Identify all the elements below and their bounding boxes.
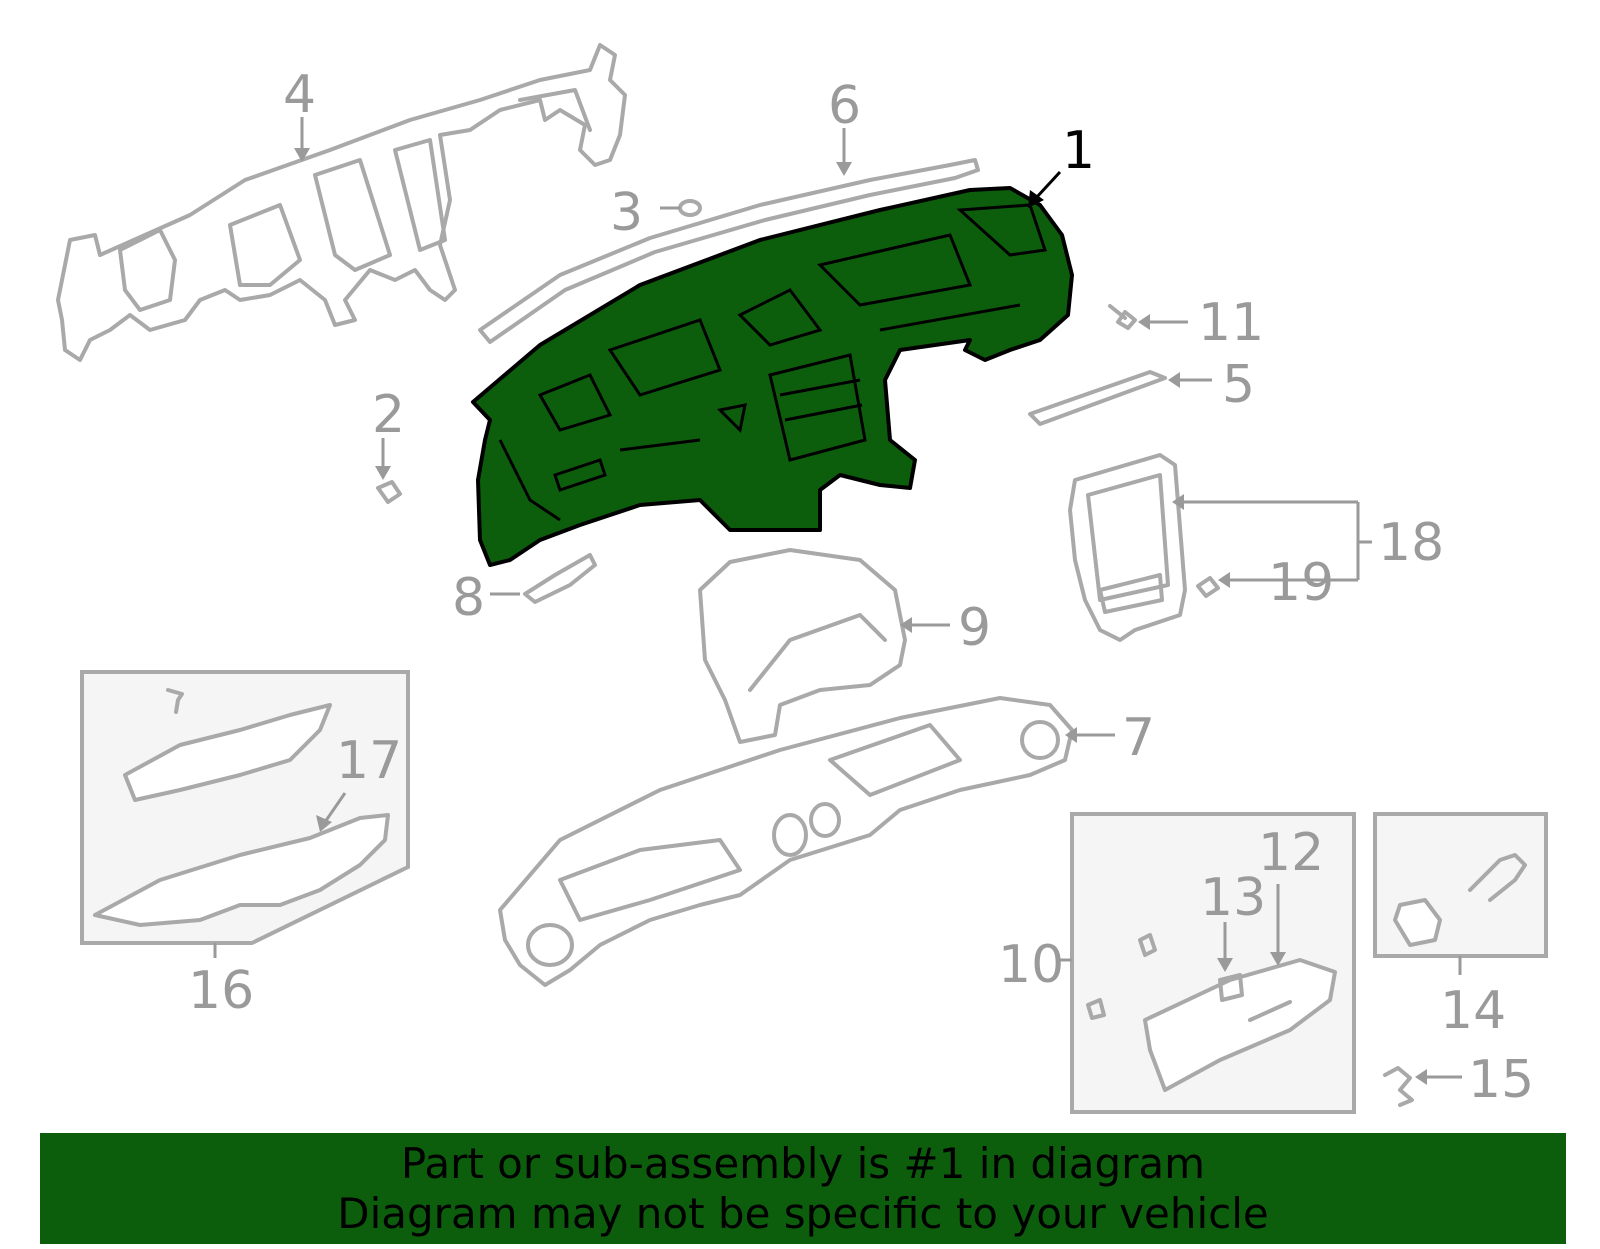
callout-11[interactable]: 11 [1198, 293, 1264, 353]
callout-2[interactable]: 2 [372, 385, 405, 445]
leader-9-arrowhead [900, 617, 912, 633]
leader-18-arrowhead [1172, 494, 1184, 510]
callout-7[interactable]: 7 [1122, 708, 1155, 768]
callout-19[interactable]: 19 [1268, 553, 1334, 613]
notice-line-2: Diagram may not be specific to your vehi… [337, 1189, 1269, 1238]
callout-18[interactable]: 18 [1378, 513, 1444, 573]
part-cluster-bezel[interactable] [698, 548, 907, 744]
leader-5-arrowhead [1168, 372, 1180, 388]
callout-17[interactable]: 17 [336, 731, 402, 791]
part-screw-11[interactable] [1108, 304, 1137, 330]
part-clip-15[interactable] [1383, 1066, 1414, 1107]
box-lock-cylinder[interactable] [1373, 812, 1548, 958]
part-instrument-panel-highlighted[interactable] [471, 186, 1074, 567]
leader-13-arrowhead [1217, 958, 1233, 972]
callout-13[interactable]: 13 [1200, 868, 1266, 928]
leader-11-arrowhead [1138, 314, 1150, 330]
callout-14[interactable]: 14 [1440, 981, 1506, 1041]
callout-10[interactable]: 10 [998, 935, 1064, 995]
leader-4-arrowhead [294, 148, 310, 162]
leader-17-arrowhead [316, 815, 332, 832]
notice-line-1: Part or sub-assembly is #1 in diagram [400, 1139, 1206, 1188]
callout-6[interactable]: 6 [828, 76, 861, 136]
callout-9[interactable]: 9 [958, 598, 991, 658]
leader-19-arrowhead [1218, 572, 1230, 588]
box-glove-box[interactable] [1070, 812, 1356, 1114]
part-instrument-panel-cover[interactable] [498, 696, 1074, 987]
part-top-trim-strip[interactable] [478, 158, 980, 344]
leader-17 [323, 792, 347, 823]
part-center-bezel[interactable] [1068, 453, 1187, 642]
callout-8[interactable]: 8 [452, 568, 485, 628]
notice-banner: Part or sub-assembly is #1 in diagram Di… [40, 1133, 1566, 1244]
leader-6-arrowhead [836, 162, 852, 176]
leader-12-arrowhead [1270, 952, 1286, 966]
part-clip-2[interactable] [376, 480, 402, 504]
callout-16[interactable]: 16 [188, 961, 254, 1021]
callout-5[interactable]: 5 [1222, 355, 1255, 415]
callout-12[interactable]: 12 [1258, 823, 1324, 883]
callout-15[interactable]: 15 [1468, 1050, 1534, 1110]
leader-7-arrowhead [1065, 727, 1077, 743]
leader-1-arrowhead [1028, 190, 1044, 208]
leader-2-arrowhead [375, 466, 391, 480]
leader-15-arrowhead [1415, 1069, 1427, 1085]
callout-3[interactable]: 3 [610, 183, 643, 243]
callout-4[interactable]: 4 [283, 65, 316, 125]
callout-1[interactable]: 1 [1062, 121, 1095, 181]
part-cross-beam[interactable] [56, 43, 627, 362]
leader-1 [1034, 170, 1062, 200]
part-clip-3[interactable] [678, 199, 702, 217]
box-group-16-17[interactable] [80, 670, 410, 945]
part-screw-19[interactable] [1196, 576, 1220, 598]
part-bracket-8[interactable] [523, 553, 597, 604]
part-trim-strip-5[interactable] [1028, 370, 1167, 426]
